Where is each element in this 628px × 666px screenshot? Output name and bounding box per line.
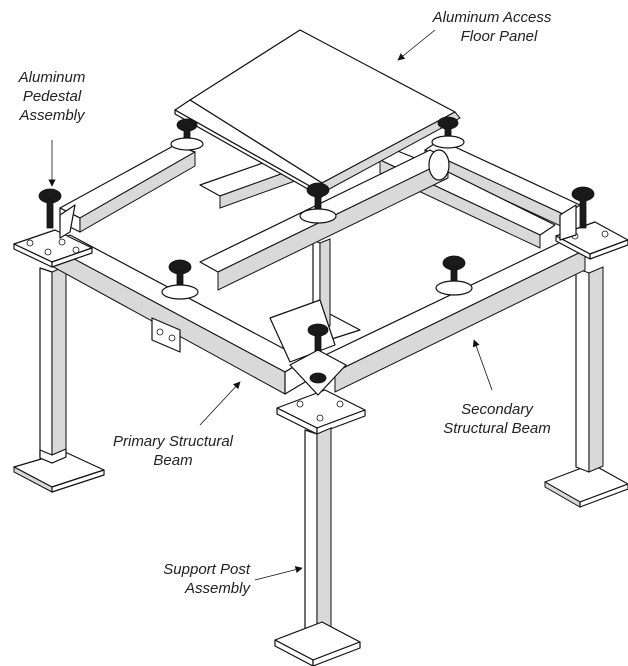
- pedestal-label: Aluminum Pedestal Assembly: [18, 69, 86, 124]
- floor-panel-label: Aluminum Access Floor Panel: [432, 9, 552, 45]
- pedestal-panel-front: [299, 182, 337, 224]
- right-support-post: [544, 266, 628, 508]
- middle-beams: [199, 149, 556, 291]
- pedestal-back-left: [170, 118, 204, 151]
- primary-beam-arrow: [199, 381, 241, 426]
- pedestal-right-corner: [559, 186, 595, 241]
- floor-panel-arrow: [397, 29, 436, 61]
- pedestal-left-corner: [38, 188, 76, 239]
- support-post-label: Support Post Assembly: [163, 561, 250, 597]
- left-corner-plate: [13, 229, 93, 268]
- support-post-arrow: [254, 566, 303, 581]
- back-left-beam: [59, 144, 196, 233]
- secondary-beam-arrow: [472, 339, 493, 391]
- pedestal-front-corner: [289, 323, 347, 396]
- primary-structural-beam: [47, 234, 306, 395]
- beam-bracket: [151, 317, 181, 353]
- pedestal-mid-right: [435, 255, 473, 296]
- pedestal-mid-left: [161, 259, 199, 300]
- secondary-beam-label: Secondary Structural Beam: [443, 401, 551, 437]
- front-corner-plate: [276, 389, 366, 435]
- pedestal-back-right: [431, 116, 465, 149]
- floor-panel: [174, 29, 461, 198]
- primary-beam-label: Primary Structural Beam: [112, 433, 234, 469]
- front-support-post: [274, 427, 361, 666]
- left-support-post: [13, 265, 105, 493]
